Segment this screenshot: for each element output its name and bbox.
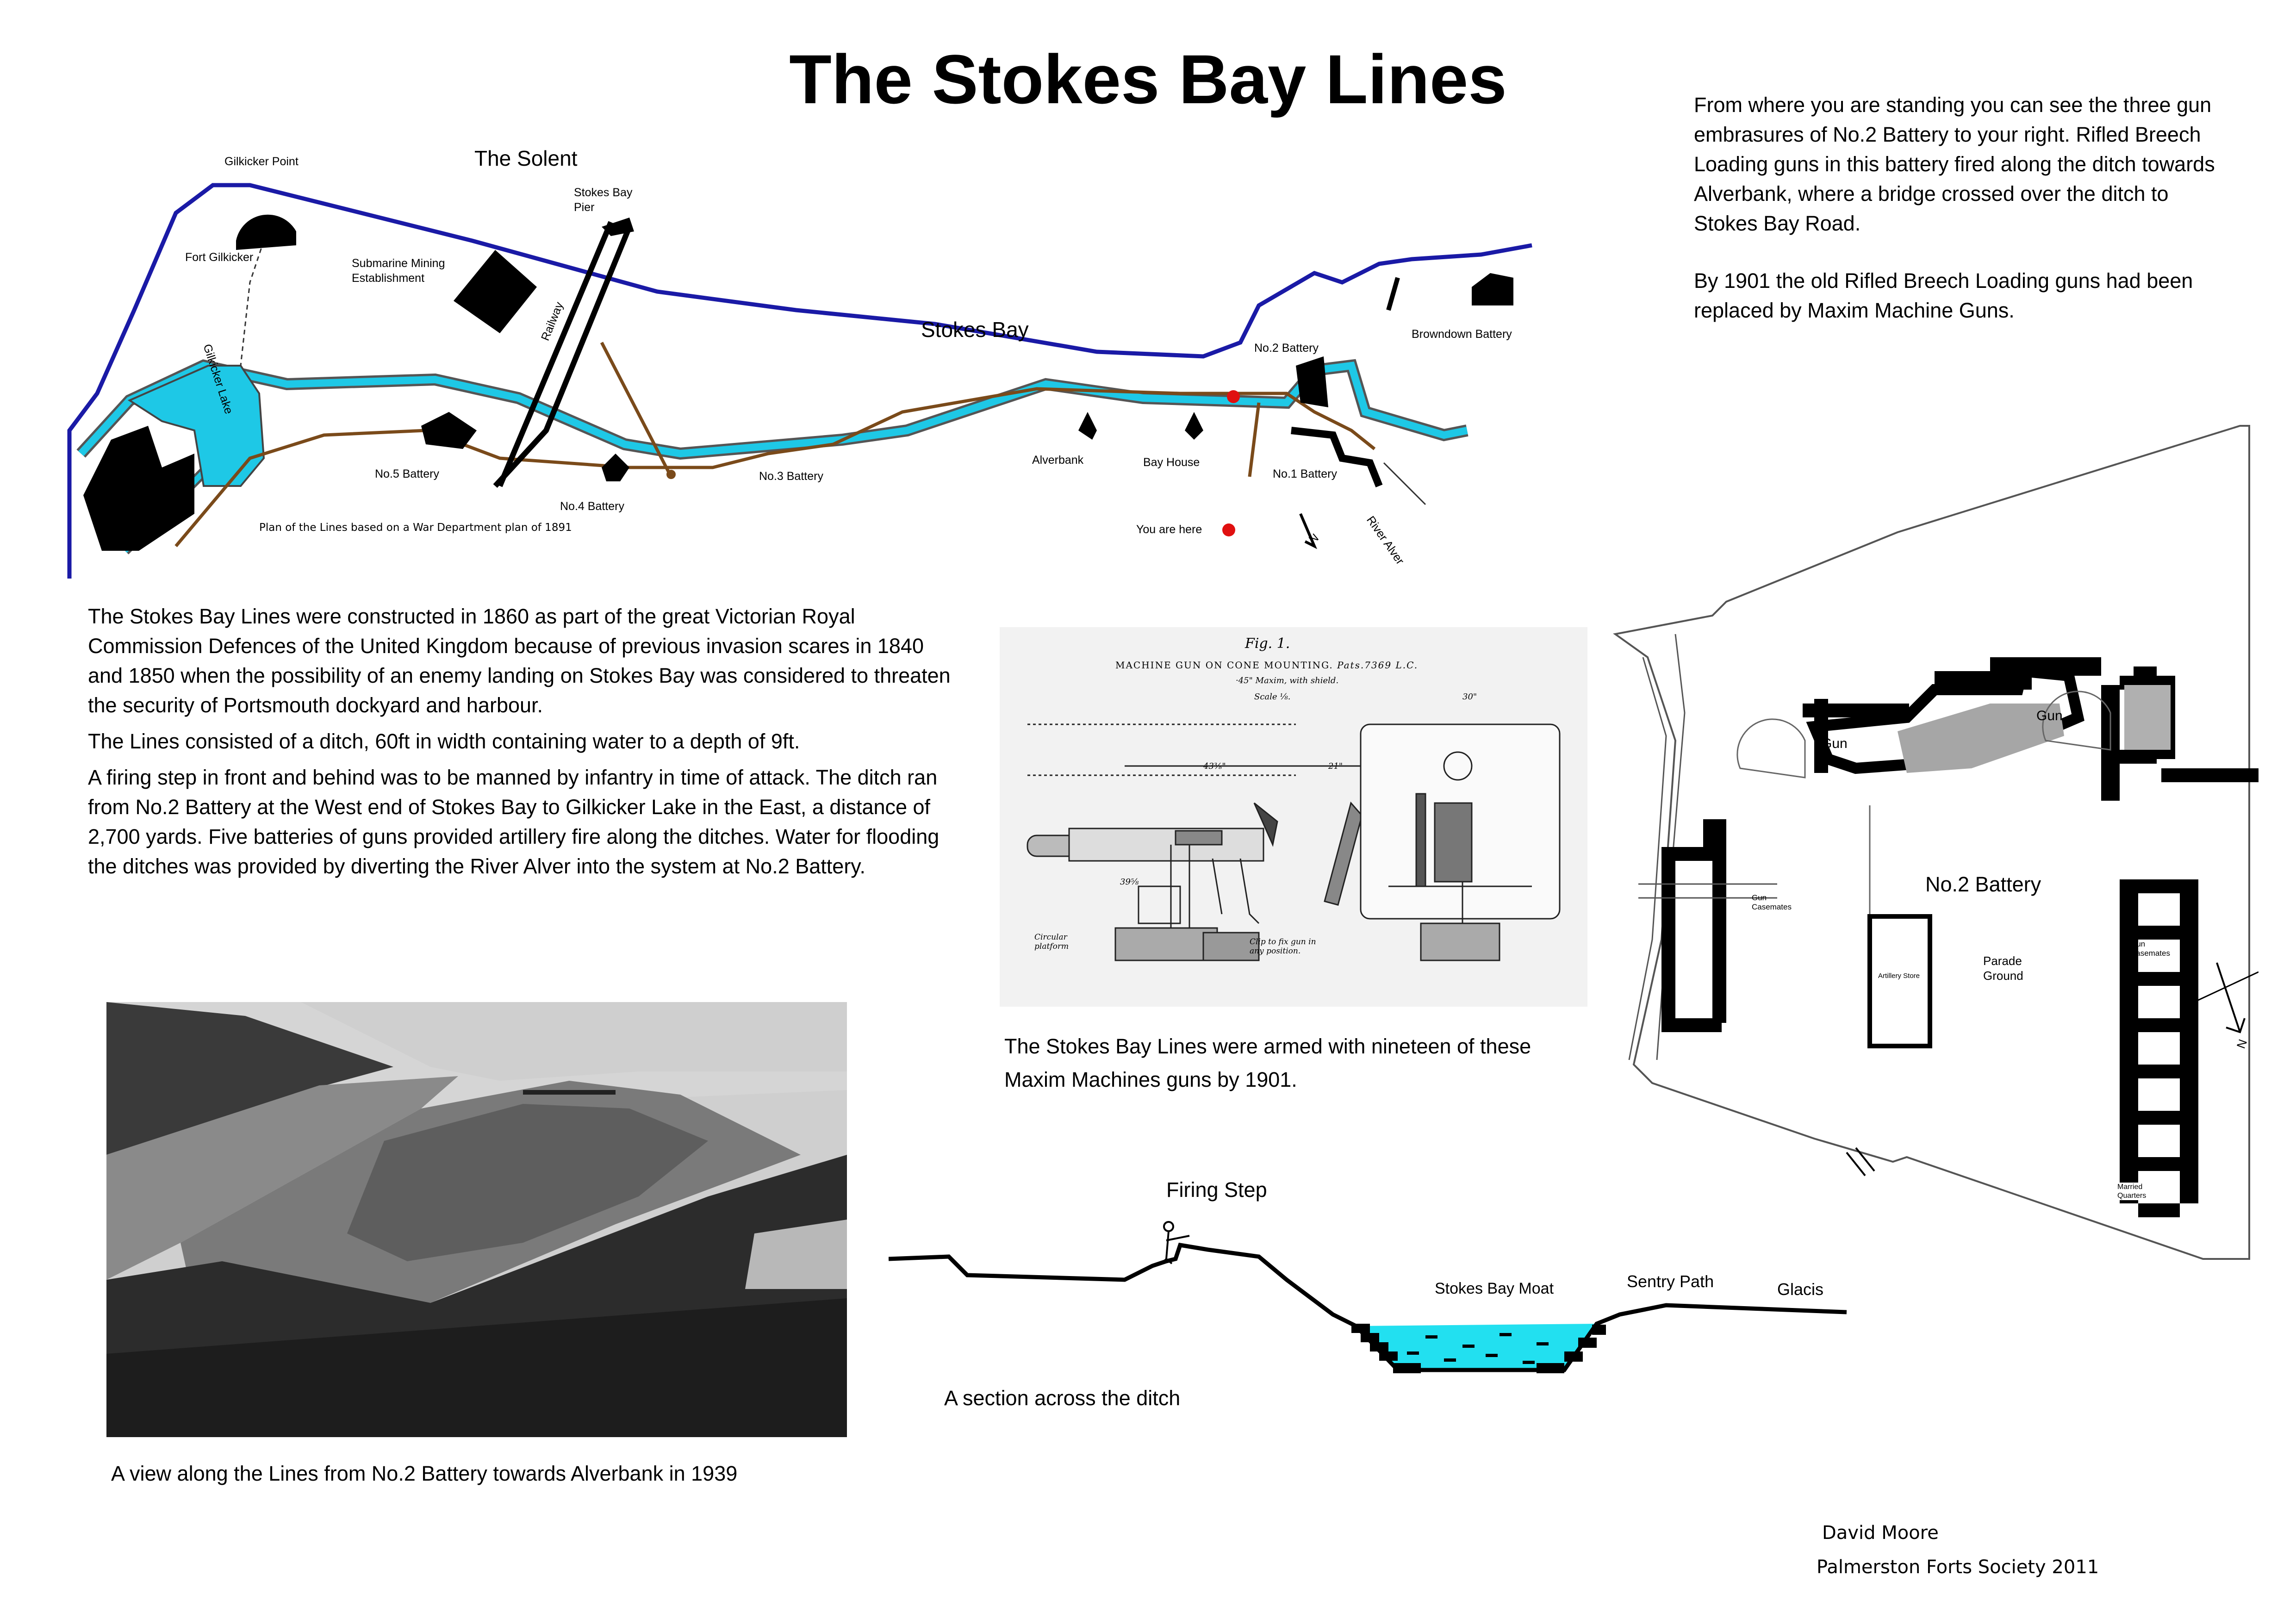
- label-the-solent: The Solent: [474, 146, 578, 170]
- label-browndown-battery: Browndown Battery: [1412, 328, 1512, 341]
- gilkicker-lake: [127, 365, 265, 487]
- no2-battery-plan: Gun Gun No.2 Battery Gun Casemates Gun C…: [1611, 417, 2296, 1277]
- intro-text: From where you are standing you can see …: [1694, 90, 2235, 332]
- section-drawing: [888, 1221, 1847, 1373]
- battery-plan-drawing: [1613, 425, 2296, 1260]
- section-caption: A section across the ditch: [944, 1386, 1181, 1410]
- label-submarine-mining: Submarine Mining Establishment: [352, 257, 445, 285]
- label-sentry-path: Sentry Path: [1627, 1272, 1714, 1291]
- label-no4-battery: No.4 Battery: [560, 500, 624, 513]
- stokes-bay-pier: [493, 225, 632, 488]
- label-no5-battery: No.5 Battery: [375, 467, 439, 480]
- credit: David Moore Palmerston Forts Society 201…: [1817, 1516, 2233, 1584]
- photo-caption: A view along the Lines from No.2 Battery…: [111, 1462, 738, 1485]
- coastline: [67, 183, 1532, 583]
- label-fort-gilkicker: Fort Gilkicker: [185, 251, 254, 264]
- you-are-here-marker: [1222, 523, 1235, 536]
- fort-monckton: [83, 426, 194, 551]
- label-artillery-store: Artillery Store: [1878, 972, 1920, 980]
- bay-house-mark: [1185, 412, 1203, 440]
- label-parade-ground: Parade Ground: [1983, 954, 2023, 983]
- section-water: [1356, 1324, 1597, 1370]
- label-gun-casemates-left: Gun Casemates: [1752, 893, 1792, 911]
- section-profile: [888, 1242, 1847, 1372]
- railway: [497, 221, 614, 487]
- no1-battery-mark: [1291, 427, 1383, 487]
- drawing-dim-side: 39⅝: [1120, 877, 1139, 887]
- label-gilkicker-point: Gilkicker Point: [224, 155, 299, 168]
- drawing-platform-label: Circular platform: [1034, 933, 1069, 951]
- history-text: The Stokes Bay Lines were constructed in…: [88, 602, 958, 888]
- label-fort-monckton: Fort Monckton: [141, 480, 192, 508]
- credit-author: David Moore: [1822, 1522, 1939, 1544]
- submarine-mining-establishment: [454, 250, 537, 333]
- ditch-section: Firing Step Stokes Bay Moat Sentry Path …: [888, 1176, 1884, 1435]
- label-no3-battery: No.3 Battery: [759, 470, 823, 483]
- label-you-are-here: You are here: [1136, 523, 1202, 536]
- drawing-scale: Scale ⅛.: [1254, 692, 1291, 702]
- maxim-gun-drawing: Fig. 1. MACHINE GUN ON CONE MOUNTING. Pa…: [1000, 627, 1587, 1007]
- history-paragraph-1: The Stokes Bay Lines were constructed in…: [88, 604, 951, 717]
- north-arrow-icon: [1299, 513, 1317, 549]
- map-drawing: [67, 183, 1532, 583]
- label-no1-battery: No.1 Battery: [1273, 467, 1337, 480]
- fort-gilkicker: [236, 214, 296, 250]
- label-gun-right: Gun: [2036, 708, 2063, 723]
- drawing-heading: MACHINE GUN ON CONE MOUNTING. Pats.7369 …: [1115, 660, 1419, 671]
- north-arrow-icon: [2216, 962, 2246, 1034]
- soldier-icon: [1161, 1221, 1190, 1264]
- label-glacis: Glacis: [1777, 1280, 1824, 1299]
- label-no2-battery: No.2 Battery: [1254, 342, 1319, 355]
- drawing-dim-top: 30": [1462, 692, 1477, 702]
- label-alverbank: Alverbank: [1032, 454, 1084, 467]
- photo-1939: [106, 1002, 847, 1437]
- battery-gun-block: [1806, 665, 2084, 774]
- label-stokes-bay-moat: Stokes Bay Moat: [1435, 1280, 1554, 1297]
- lines-map: Gilkicker Point The Solent Stokes Bay Pi…: [56, 134, 1537, 583]
- alverbank-mark: [1078, 412, 1097, 440]
- drawing-fig: Fig. 1.: [1245, 635, 1290, 652]
- history-paragraph-3: A firing step in front and behind was to…: [88, 766, 940, 878]
- drawing-sub: ·45" Maxim, with shield.: [1236, 676, 1339, 685]
- label-married-quarters: Married Quarters: [2117, 1183, 2164, 1200]
- label-stokes-bay: Stokes Bay: [921, 318, 1029, 342]
- label-gun-left: Gun: [1821, 736, 1848, 751]
- label-stokes-bay-pier: Stokes Bay Pier: [574, 186, 633, 214]
- label-bay-house: Bay House: [1143, 456, 1200, 469]
- no5-battery-mark: [421, 412, 477, 449]
- intro-paragraph-1: From where you are standing you can see …: [1694, 93, 2215, 235]
- map-caption: Plan of the Lines based on a War Departm…: [259, 522, 572, 534]
- maxim-caption: The Stokes Bay Lines were armed with nin…: [1004, 1034, 1531, 1091]
- browndown-battery-mark: [1472, 273, 1513, 305]
- location-marker-ditch: [1227, 390, 1240, 403]
- label-gun-casemates-right: Gun Casemates: [2130, 940, 2170, 958]
- photo-image: [106, 1002, 847, 1437]
- page-title: The Stokes Bay Lines: [789, 40, 1507, 118]
- no4-battery-mark: [602, 454, 629, 481]
- battery-plan-title: No.2 Battery: [1925, 872, 2041, 896]
- maxim-gun-figure: [1027, 723, 1561, 961]
- no2-battery-mark: [1296, 356, 1328, 407]
- intro-paragraph-2: By 1901 the old Rifled Breech Loading gu…: [1694, 269, 2193, 322]
- drawing-clip-label: Clip to fix gun in any position.: [1250, 937, 1316, 956]
- label-firing-step: Firing Step: [1166, 1178, 1267, 1202]
- history-paragraph-2: The Lines consisted of a ditch, 60ft in …: [88, 729, 800, 753]
- credit-society: Palmerston Forts Society 2011: [1817, 1557, 2099, 1578]
